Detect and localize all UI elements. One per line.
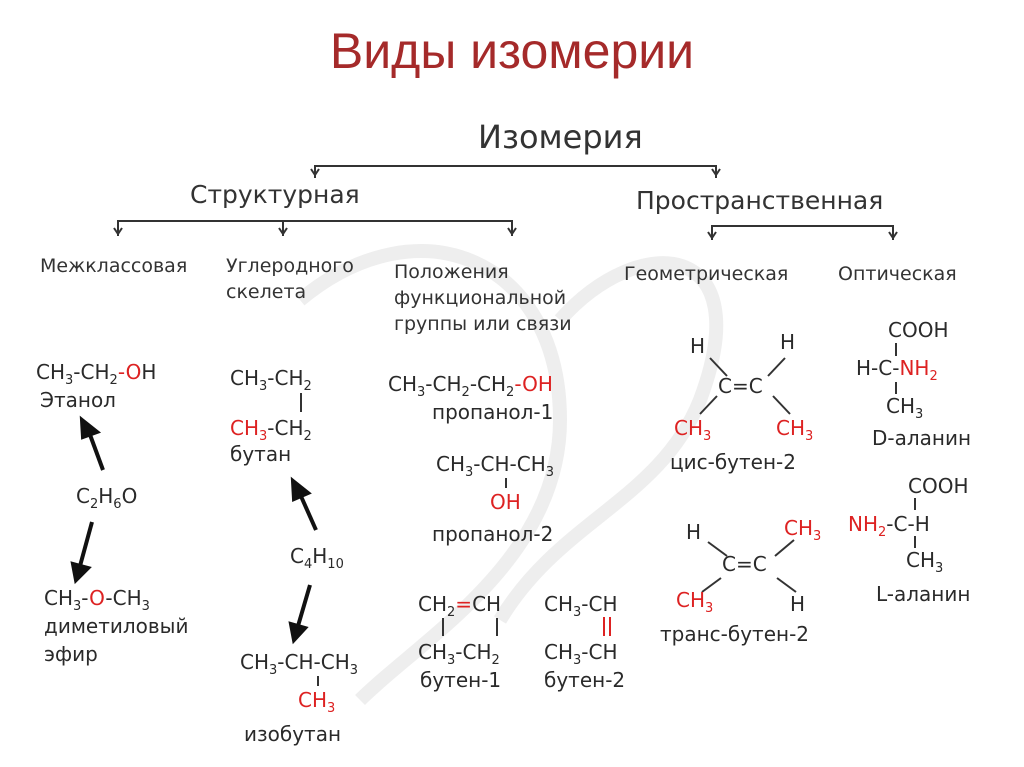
butene1-name: бутен-1: [420, 668, 502, 692]
l-cooh: COOH: [908, 474, 969, 498]
node-spatial: Пространственная: [636, 186, 884, 215]
node-position-line1: Положения: [394, 261, 509, 283]
butene2-name: бутен-2: [544, 668, 626, 692]
node-geometric: Геометрическая: [624, 263, 789, 285]
node-interclass: Межклассовая: [40, 255, 188, 277]
node-skeleton-line1: Углеродного: [226, 255, 354, 277]
propanol2-oh: OH: [490, 490, 521, 514]
trans-cc: C=C: [722, 552, 767, 576]
ethanol-formula: CH3-CH2-OH: [36, 360, 157, 388]
structural-bracket: [117, 220, 513, 236]
trans-ch3-left: CH3: [676, 588, 714, 616]
propanol2-name: пропанол-2: [432, 522, 554, 546]
node-skeleton-line2: скелета: [226, 281, 307, 303]
butane-name: бутан: [230, 442, 292, 466]
cis-h-right: H: [780, 330, 796, 354]
ethanol-name: Этанол: [40, 388, 116, 412]
arrow-to-butane: [298, 493, 318, 531]
propanol1-name: пропанол-1: [432, 400, 554, 424]
trans-name: транс-бутен-2: [660, 622, 810, 646]
d-cooh: COOH: [888, 318, 949, 342]
ether-name-line2: эфир: [44, 642, 98, 666]
c2h6o-formula: C2H6O: [76, 484, 138, 512]
node-position-line3: группы или связи: [394, 313, 572, 335]
d-center-row: H-C-NH2: [856, 356, 938, 384]
spatial-bracket: [711, 225, 894, 240]
isobutane-name: изобутан: [244, 722, 342, 746]
propanol2-formula: CH3-CH-CH3: [436, 452, 555, 480]
cis-ch3-left: CH3: [674, 416, 712, 444]
isobutane-row1: CH3-CH-CH3: [240, 650, 359, 678]
arrow-to-ether: [78, 521, 94, 567]
page-title: Виды изомерии: [329, 23, 695, 79]
butene1-row1: CH2=CH: [418, 592, 502, 620]
cis-h-left: H: [690, 334, 706, 358]
node-optical: Оптическая: [838, 263, 957, 285]
l-ch3: CH3: [906, 548, 944, 576]
butane-row2: CH3-CH2: [230, 416, 312, 444]
arrow-to-isobutane: [296, 584, 312, 627]
c4h10-formula: C4H10: [290, 544, 344, 572]
propanol1-formula: CH3-CH2-CH2-OH: [388, 372, 553, 400]
isobutane-branch: CH3: [298, 688, 336, 716]
butene2-row2: CH3-CH: [544, 640, 618, 668]
cis-ch3-right: CH3: [776, 416, 814, 444]
node-isomerism: Изомерия: [478, 118, 643, 156]
cis-cc: C=C: [718, 374, 763, 398]
trans-h-right: H: [790, 592, 806, 616]
butane-row1: CH3-CH2: [230, 366, 312, 394]
trans-ch3-right: CH3: [784, 516, 822, 544]
node-structural: Структурная: [190, 180, 360, 209]
ether-name-line1: диметиловый: [44, 614, 189, 638]
cis-name: цис-бутен-2: [670, 450, 796, 474]
l-alanine-name: L-аланин: [876, 582, 971, 606]
l-center-row: NH2-C-H: [848, 512, 930, 540]
root-bracket: [314, 165, 717, 178]
node-position-line2: функциональной: [394, 287, 567, 309]
d-alanine-name: D-аланин: [872, 426, 972, 450]
dimethyl-ether-formula: CH3-O-CH3: [44, 586, 150, 614]
arrow-to-ethanol: [87, 431, 105, 471]
d-ch3: CH3: [886, 394, 924, 422]
trans-h-left: H: [686, 520, 702, 544]
butene1-row2: CH3-CH2: [418, 640, 500, 668]
leaf-watermark: [295, 244, 724, 705]
butene2-row1: CH3-CH: [544, 592, 618, 620]
